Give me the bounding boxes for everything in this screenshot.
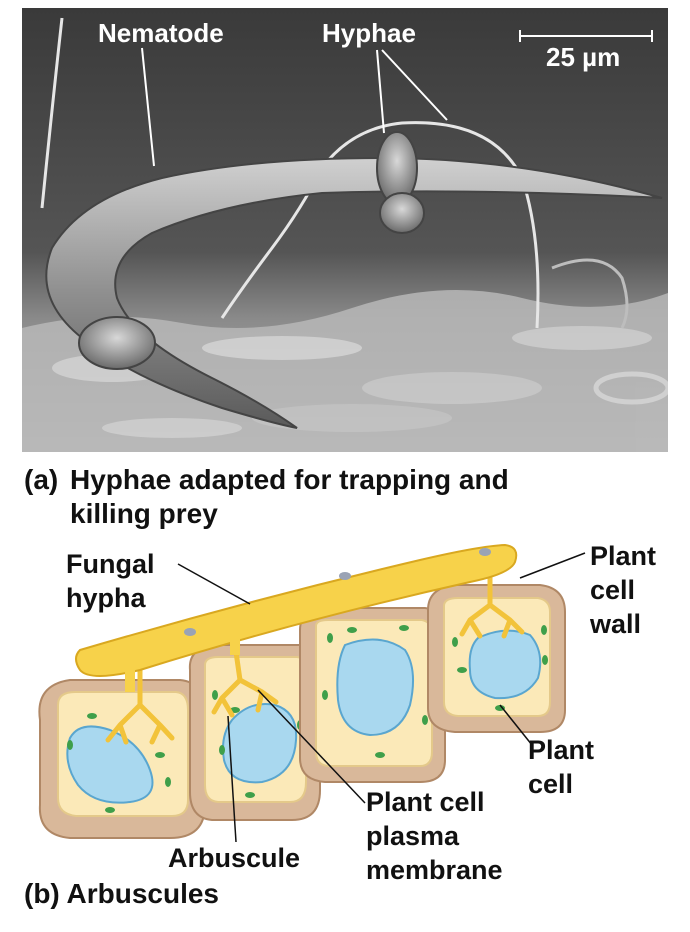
membrane-label-2: plasma: [366, 821, 460, 851]
plant-cell-label-2: cell: [528, 769, 574, 799]
fungal-hypha: [75, 543, 518, 692]
label-pointers: [141, 47, 448, 167]
plant-cell-4: [427, 584, 566, 733]
plant-cell-wall-label-1: Plant: [590, 541, 657, 571]
arbuscules: [105, 562, 525, 745]
caption-b: (b) Arbuscules: [24, 878, 219, 909]
plant-cell-wall-label-2: cell: [590, 575, 636, 605]
membrane-label-3: membrane: [366, 855, 503, 885]
fungal-hypha-label-2: hypha: [66, 583, 146, 613]
fungal-hypha-label-1: Fungal: [66, 549, 155, 579]
plant-cell-1: [38, 679, 206, 839]
plant-cell-wall-label-3: wall: [590, 609, 642, 639]
caption-a-line1: Hyphae adapted for trapping and: [70, 464, 509, 495]
hyphae-label: Hyphae: [322, 18, 416, 48]
plant-cell-label-1: Plant: [528, 735, 595, 765]
nematode-label: Nematode: [98, 18, 224, 48]
plant-cell-2: [188, 644, 321, 821]
arbuscule-diagram: [38, 543, 586, 843]
diagram-pointers: [177, 552, 586, 843]
nematode-body: [45, 156, 663, 429]
scale-bar: [519, 30, 653, 42]
membrane-label-1: Plant cell: [366, 787, 485, 817]
caption-a-tag: (a): [24, 464, 59, 495]
scale-label: 25 µm: [546, 42, 621, 72]
substrate: [22, 290, 668, 452]
caption-a-line2: killing prey: [70, 498, 218, 529]
arbuscule-label: Arbuscule: [168, 843, 301, 873]
trapping-rings: [78, 131, 668, 405]
plant-cell-3: [299, 607, 446, 783]
nematode-micrograph: [22, 8, 668, 452]
